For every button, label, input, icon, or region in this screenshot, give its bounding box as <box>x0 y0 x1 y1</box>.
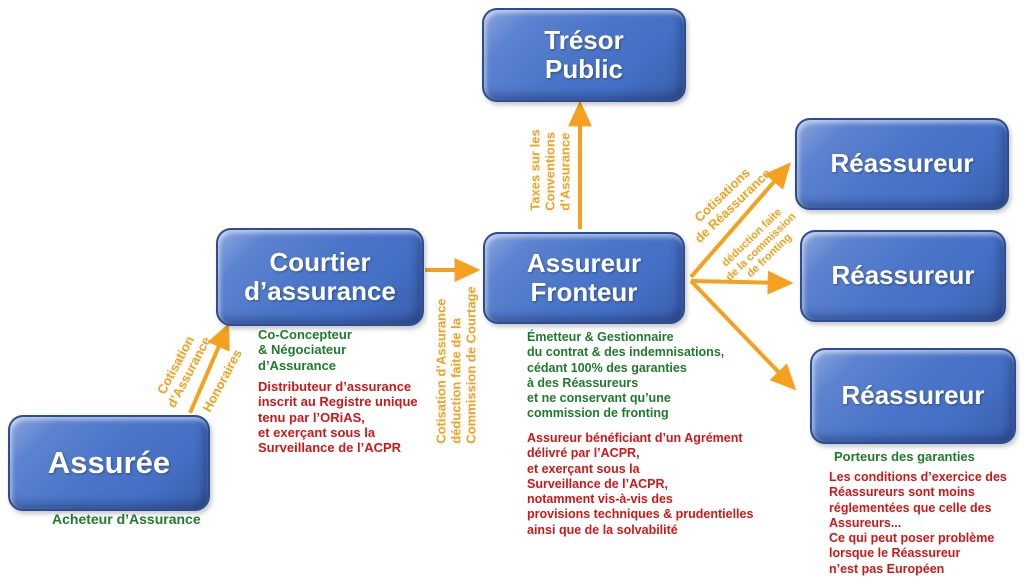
note-assuree-role: Acheteur d’Assurance <box>52 511 201 527</box>
node-reassureur-1: Réassureur <box>795 118 1009 210</box>
flow-label-cotisation-deduction-courtage: Cotisation d’Assurance déduction faite d… <box>433 286 479 444</box>
node-tresor-public-label: Trésor Public <box>544 24 624 84</box>
note-courtier-regulation: Distributeur d’assurance inscrit au Regi… <box>258 379 418 456</box>
note-reassureur-role: Porteurs des garanties <box>834 449 975 464</box>
arrow-assureur-to-reassureur2 <box>690 270 794 295</box>
node-reassureur-2-label: Réassureur <box>831 260 975 291</box>
node-reassureur-2: Réassureur <box>800 230 1006 322</box>
node-reassureur-1-label: Réassureur <box>830 148 974 179</box>
note-reassureur-regulation: Les conditions d’exercice des Réassureur… <box>829 470 1007 576</box>
node-courtier-assurance: Courtier d’assurance <box>216 228 424 326</box>
note-courtier-role: Co-Concepteur & Négociateur d’Assurance <box>258 327 352 373</box>
node-courtier-assurance-label: Courtier d’assurance <box>244 246 396 306</box>
node-reassureur-3-label: Réassureur <box>841 380 985 411</box>
node-reassureur-3: Réassureur <box>810 348 1016 444</box>
arrow-assuree-to-courtier <box>188 323 230 414</box>
node-assuree-label: Assurée <box>47 444 171 480</box>
node-assureur-fronteur: Assureur Fronteur <box>483 232 685 324</box>
note-assureur-role: Émetteur & Gestionnaire du contrat & des… <box>527 330 725 421</box>
node-assureur-fronteur-label: Assureur Fronteur <box>526 247 642 307</box>
flow-label-taxes-conventions: Taxes sur les Conventions d’Assurance <box>527 129 573 211</box>
arrow-assureur-to-reassureur1 <box>689 162 791 279</box>
note-assureur-regulation: Assureur bénéficiant d’un Agrément déliv… <box>527 431 754 537</box>
arrow-assureur-to-reassureur3 <box>689 279 797 391</box>
node-tresor-public: Trésor Public <box>482 8 686 102</box>
node-assuree: Assurée <box>8 415 210 511</box>
